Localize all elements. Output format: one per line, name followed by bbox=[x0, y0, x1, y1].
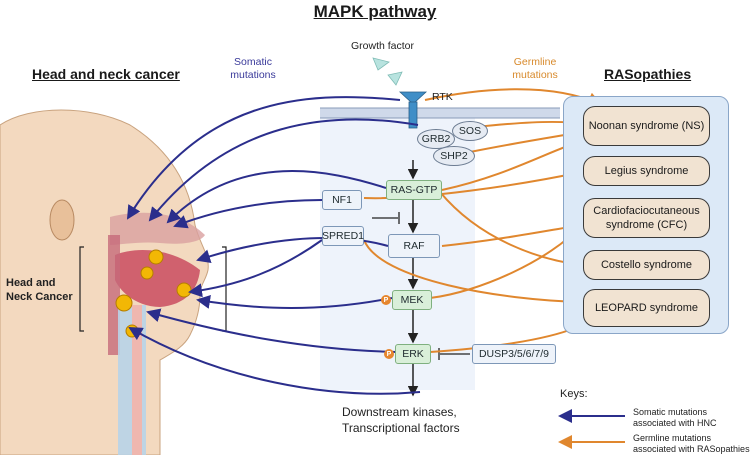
disease-cfc: Cardiofaciocutaneous syndrome (CFC) bbox=[583, 198, 710, 238]
downstream-text: Downstream kinases, Transcriptional fact… bbox=[342, 405, 460, 435]
mek-node: MEK bbox=[392, 290, 432, 310]
rtk-label: RTK bbox=[432, 91, 453, 103]
left-section-title: Head and neck cancer bbox=[32, 66, 180, 82]
disease-leopard: LEOPARD syndrome bbox=[583, 289, 710, 327]
erk-node: ERK bbox=[395, 344, 431, 364]
disease-legius: Legius syndrome bbox=[583, 156, 710, 186]
nf1-node: NF1 bbox=[322, 190, 362, 210]
germline-note: Germline mutations bbox=[512, 56, 558, 81]
keys-title: Keys: bbox=[560, 388, 588, 400]
raf-node: RAF bbox=[388, 234, 440, 258]
hnc-label: Head and Neck Cancer bbox=[6, 277, 73, 303]
phospho-badge-erk: P bbox=[384, 349, 394, 359]
key-germline: Germline mutations associated with RASop… bbox=[633, 433, 750, 454]
key-somatic: Somatic mutations associated with HNC bbox=[633, 407, 717, 428]
grb2-node: GRB2 bbox=[417, 129, 455, 149]
head-illustration bbox=[0, 109, 227, 455]
spred1-node: SPRED1 bbox=[322, 226, 364, 246]
shp2-node: SHP2 bbox=[433, 146, 475, 166]
ras-gtp-node: RAS-GTP bbox=[386, 180, 442, 200]
sos-node: SOS bbox=[452, 121, 488, 141]
dusp-node: DUSP3/5/6/7/9 bbox=[472, 344, 556, 364]
somatic-note: Somatic mutations bbox=[230, 56, 276, 81]
page-title: MAPK pathway bbox=[313, 2, 437, 21]
right-section-title: RASopathies bbox=[604, 66, 692, 82]
disease-noonan: Noonan syndrome (NS) bbox=[583, 106, 710, 146]
phospho-badge-mek: P bbox=[381, 295, 391, 305]
growth-factor-label: Growth factor bbox=[351, 40, 415, 52]
disease-costello: Costello syndrome bbox=[583, 250, 710, 280]
